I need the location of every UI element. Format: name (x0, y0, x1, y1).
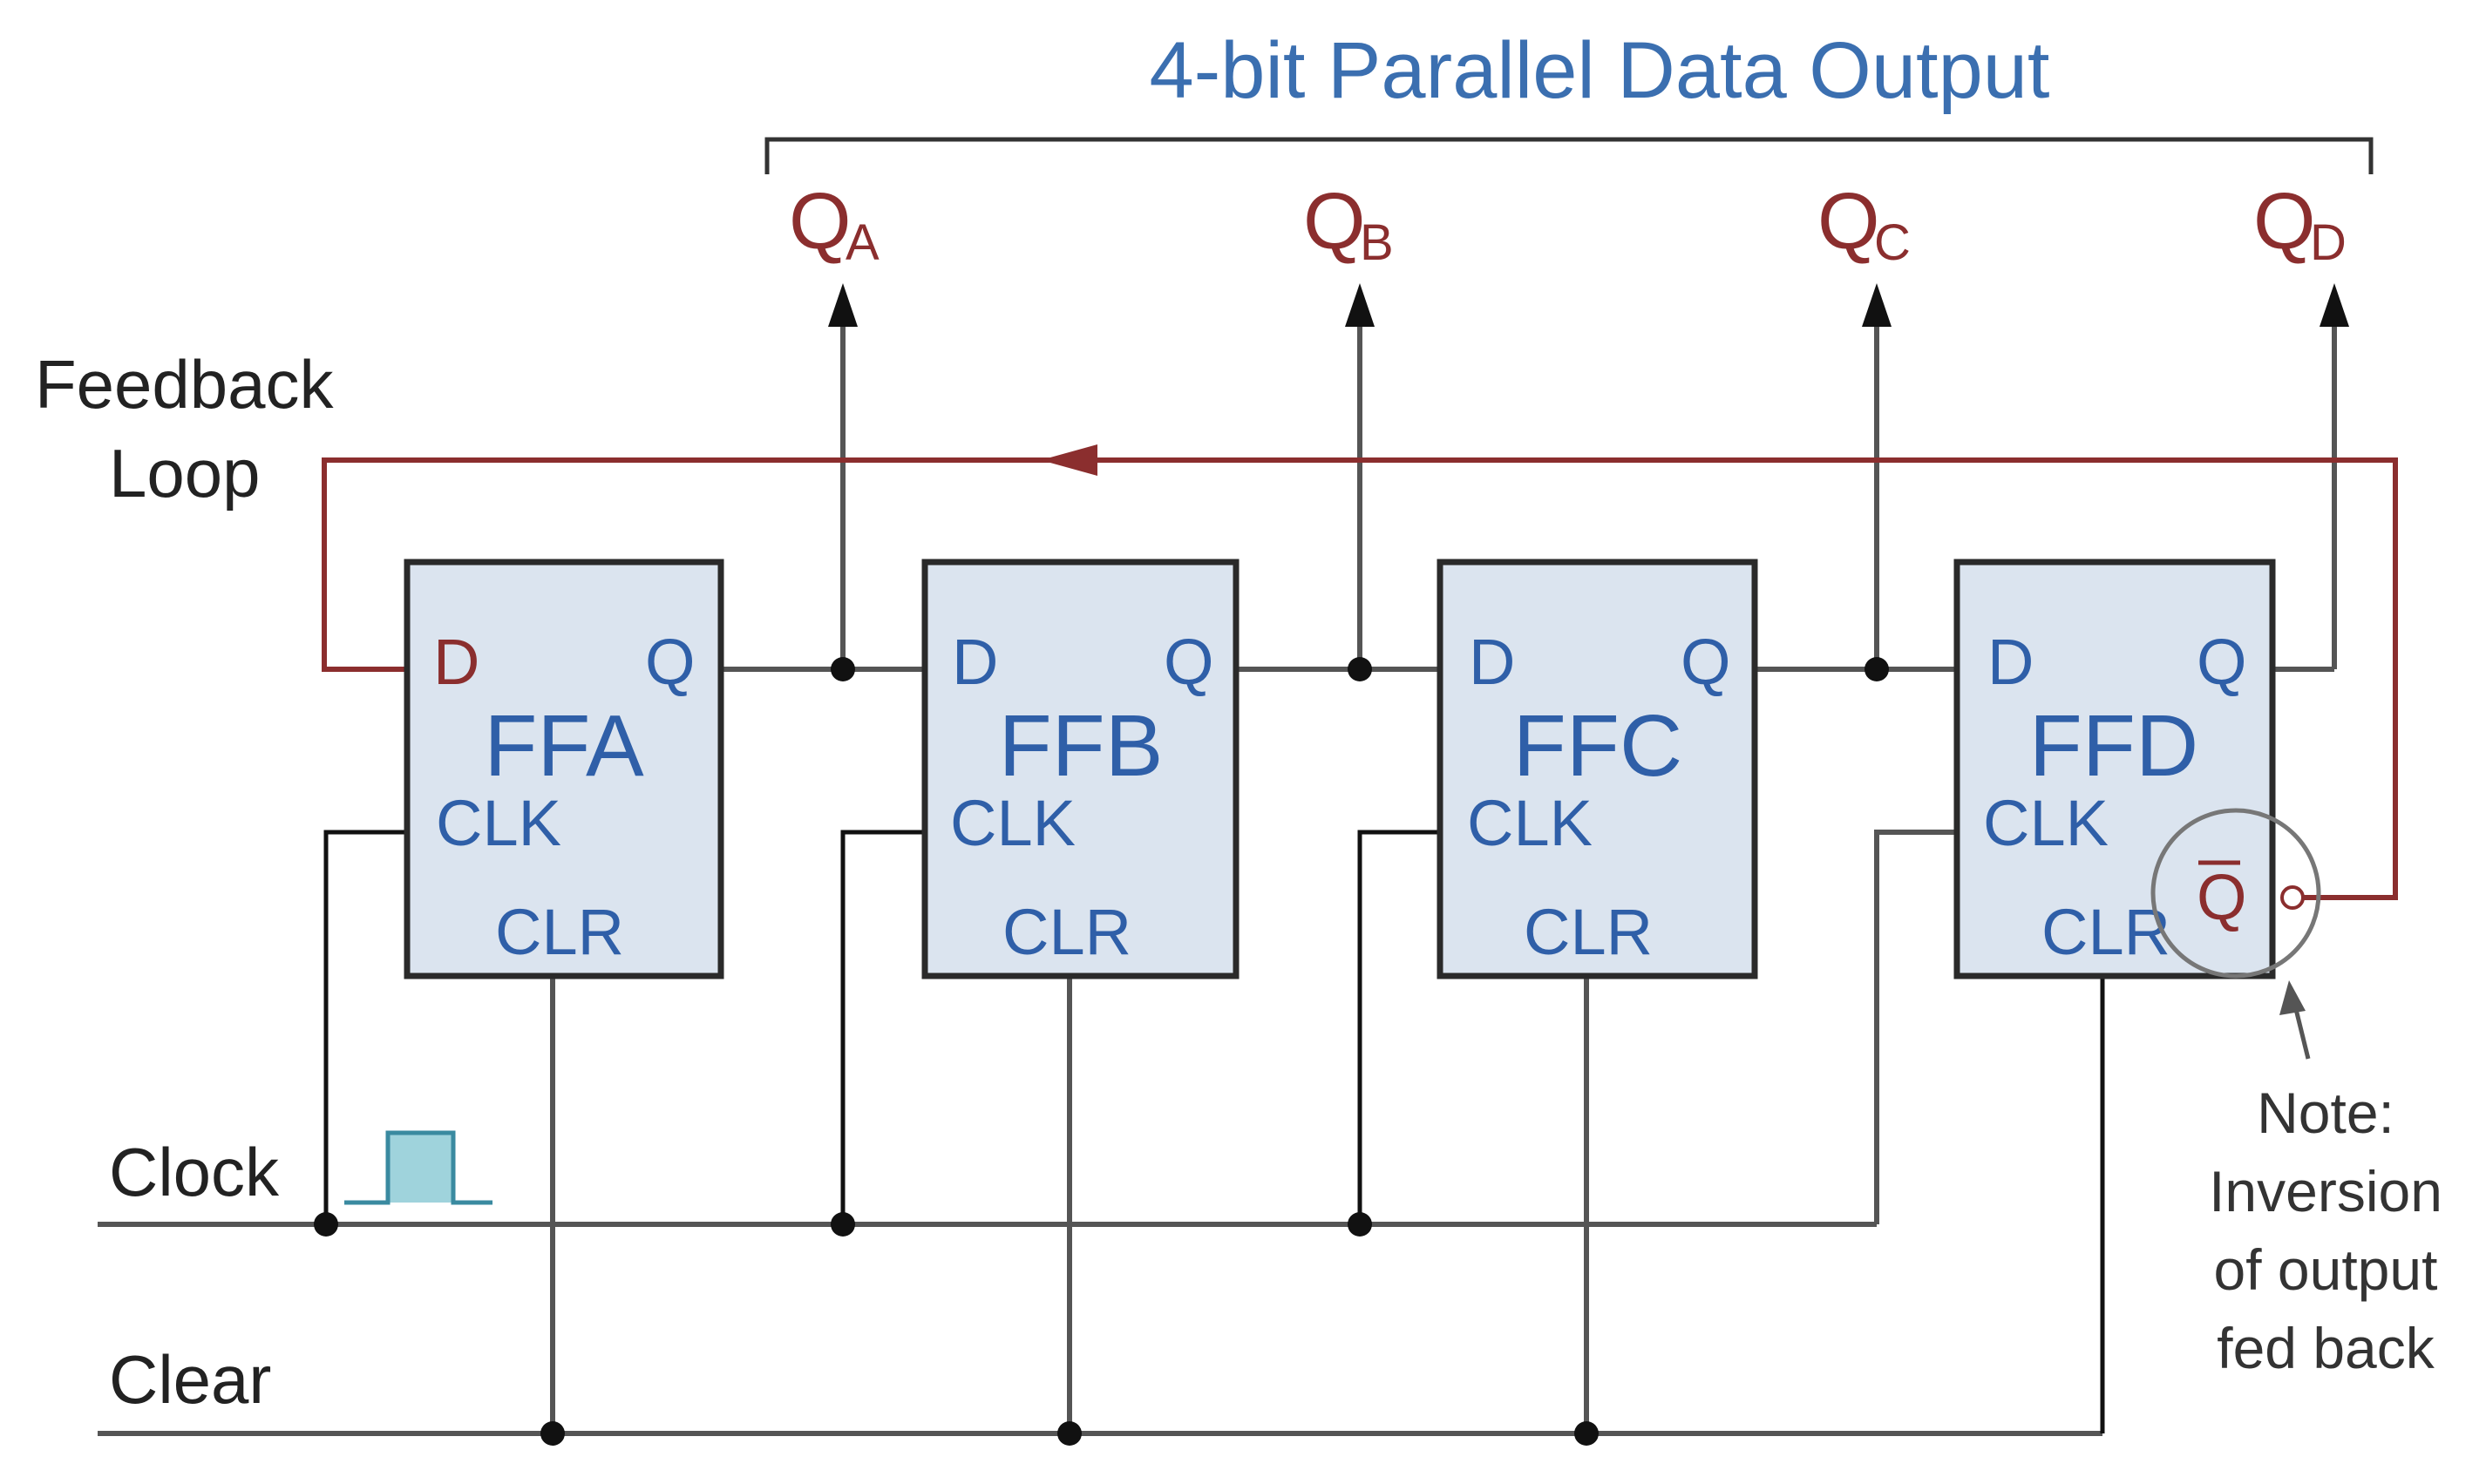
svg-text:Q: Q (1303, 177, 1366, 266)
svg-text:Inversion: Inversion (2209, 1159, 2442, 1223)
output-label-qa: Q A (789, 177, 880, 271)
data-junctions (831, 657, 1889, 681)
flipflop-ffc: D Q FFC CLK CLR (1437, 559, 1758, 979)
feedback-label-line1: Feedback (35, 346, 335, 423)
svg-text:FFB: FFB (999, 697, 1164, 795)
svg-text:CLK: CLK (1983, 787, 2109, 859)
flipflop-ffd: D Q FFD CLK CLR (1953, 559, 2276, 979)
clear-label: Clear (109, 1341, 271, 1418)
flipflop-ffb: D Q FFB CLK CLR (921, 559, 1240, 979)
svg-text:CLK: CLK (950, 787, 1076, 859)
feedback-loop-wire (322, 444, 2398, 900)
svg-text:Q: Q (1164, 626, 1214, 698)
feedback-arrow-icon (1041, 444, 1097, 476)
diagram-title: 4-bit Parallel Data Output (1150, 26, 2050, 115)
svg-text:Q: Q (645, 626, 696, 698)
output-label-qd: Q D (2253, 177, 2347, 271)
qbar-highlight: Q (2150, 808, 2321, 979)
svg-text:D: D (952, 626, 998, 698)
output-label-qb: Q B (1303, 177, 1394, 271)
clock-pulse-icon (344, 1130, 492, 1205)
clear-wires (98, 976, 2105, 1446)
output-label-qc: Q C (1817, 177, 1911, 271)
clock-label: Clock (109, 1134, 280, 1210)
svg-text:D: D (433, 626, 479, 698)
svg-text:CLR: CLR (495, 896, 624, 968)
svg-text:fed back: fed back (2217, 1316, 2435, 1380)
svg-text:C: C (1874, 214, 1911, 271)
svg-text:of output: of output (2214, 1237, 2438, 1302)
note-arrow-icon (2279, 980, 2311, 1060)
output-bracket (764, 137, 2374, 174)
svg-text:D: D (2310, 214, 2347, 271)
output-arrows (828, 283, 2349, 669)
svg-text:CLK: CLK (1467, 787, 1593, 859)
flipflop-ffa: D Q FFA CLK CLR (404, 559, 724, 979)
svg-text:A: A (846, 214, 880, 271)
feedback-label-line2: Loop (109, 435, 261, 512)
svg-text:CLR: CLR (2041, 896, 2170, 968)
svg-text:CLR: CLR (1524, 896, 1653, 968)
svg-text:Q: Q (1681, 626, 1731, 698)
svg-text:Q: Q (2197, 626, 2247, 698)
svg-text:Q: Q (2197, 861, 2247, 933)
svg-text:D: D (1987, 626, 2034, 698)
svg-text:B: B (1360, 214, 1394, 271)
inversion-bubble-icon (2280, 885, 2305, 910)
svg-text:CLR: CLR (1002, 896, 1131, 968)
note-text: Note: Inversion of output fed back (2209, 1081, 2442, 1380)
svg-text:FFA: FFA (484, 697, 644, 795)
clock-wires (98, 830, 1957, 1237)
svg-text:FFD: FFD (2029, 697, 2198, 795)
svg-text:Note:: Note: (2257, 1081, 2394, 1145)
svg-text:Q: Q (789, 177, 852, 266)
svg-text:Q: Q (2253, 177, 2316, 266)
svg-text:Q: Q (1817, 177, 1880, 266)
svg-text:D: D (1469, 626, 1515, 698)
svg-text:FFC: FFC (1513, 697, 1682, 795)
svg-text:CLK: CLK (436, 787, 561, 859)
